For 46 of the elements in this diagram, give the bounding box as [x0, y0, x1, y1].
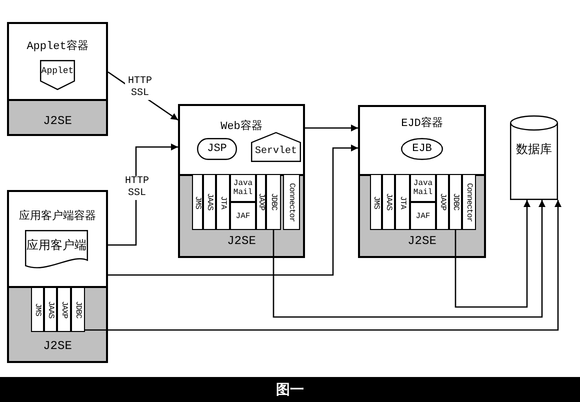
api-strip: Java Mail — [230, 174, 256, 202]
platform-label: J2SE — [227, 234, 256, 248]
connector-arrow — [108, 144, 358, 276]
container-box — [358, 105, 486, 258]
api-strip: JAXP — [57, 287, 71, 332]
api-strip: JAAS — [203, 174, 216, 230]
shield-shape: Applet — [40, 60, 75, 90]
api-strip: JMS — [31, 287, 44, 332]
api-strip: JDBC — [449, 174, 462, 230]
api-strip: JAAS — [382, 174, 395, 230]
platform-band — [9, 286, 106, 361]
api-strip: Connector — [283, 174, 300, 230]
api-strip: JAAS — [44, 287, 57, 332]
connector-arrow — [305, 124, 358, 132]
ellipse-shape: EJB — [401, 138, 443, 160]
database-cylinder: 数据库 — [510, 115, 558, 200]
caption-bar: 图一 — [0, 377, 580, 402]
api-strip: JAF — [410, 202, 436, 230]
platform-label: J2SE — [408, 234, 436, 248]
api-strip: JMS — [192, 174, 203, 230]
api-strip: JTA — [216, 174, 230, 230]
container-title: 应用客户端容器 — [19, 208, 96, 223]
container-title: EJD容器 — [401, 116, 443, 130]
house-shape: Servlet — [251, 132, 301, 162]
api-strip: JTA — [395, 174, 410, 230]
api-strip: JAXP — [436, 174, 449, 230]
api-strip: Java Mail — [410, 174, 436, 202]
platform-label: J2SE — [43, 339, 72, 353]
api-strip: JAF — [230, 202, 256, 230]
container-title: Web容器 — [220, 118, 262, 133]
container-box — [7, 190, 108, 363]
api-strip: JAXP — [256, 174, 266, 230]
container-box — [178, 104, 305, 258]
connector-arrow — [85, 200, 562, 331]
container-title: Applet容器 — [26, 38, 88, 53]
api-strip: Connector — [462, 174, 476, 230]
platform-band — [180, 174, 303, 256]
connector-arrow — [272, 200, 546, 318]
connector-arrow — [454, 200, 530, 308]
api-strip: JMS — [370, 174, 382, 230]
platform-band: J2SE — [9, 99, 106, 134]
api-strip: JDBC — [71, 287, 85, 332]
platform-band — [360, 174, 484, 256]
api-strip: JDBC — [266, 174, 281, 230]
container-box — [7, 22, 108, 136]
rounded-box: JSP — [197, 138, 237, 160]
